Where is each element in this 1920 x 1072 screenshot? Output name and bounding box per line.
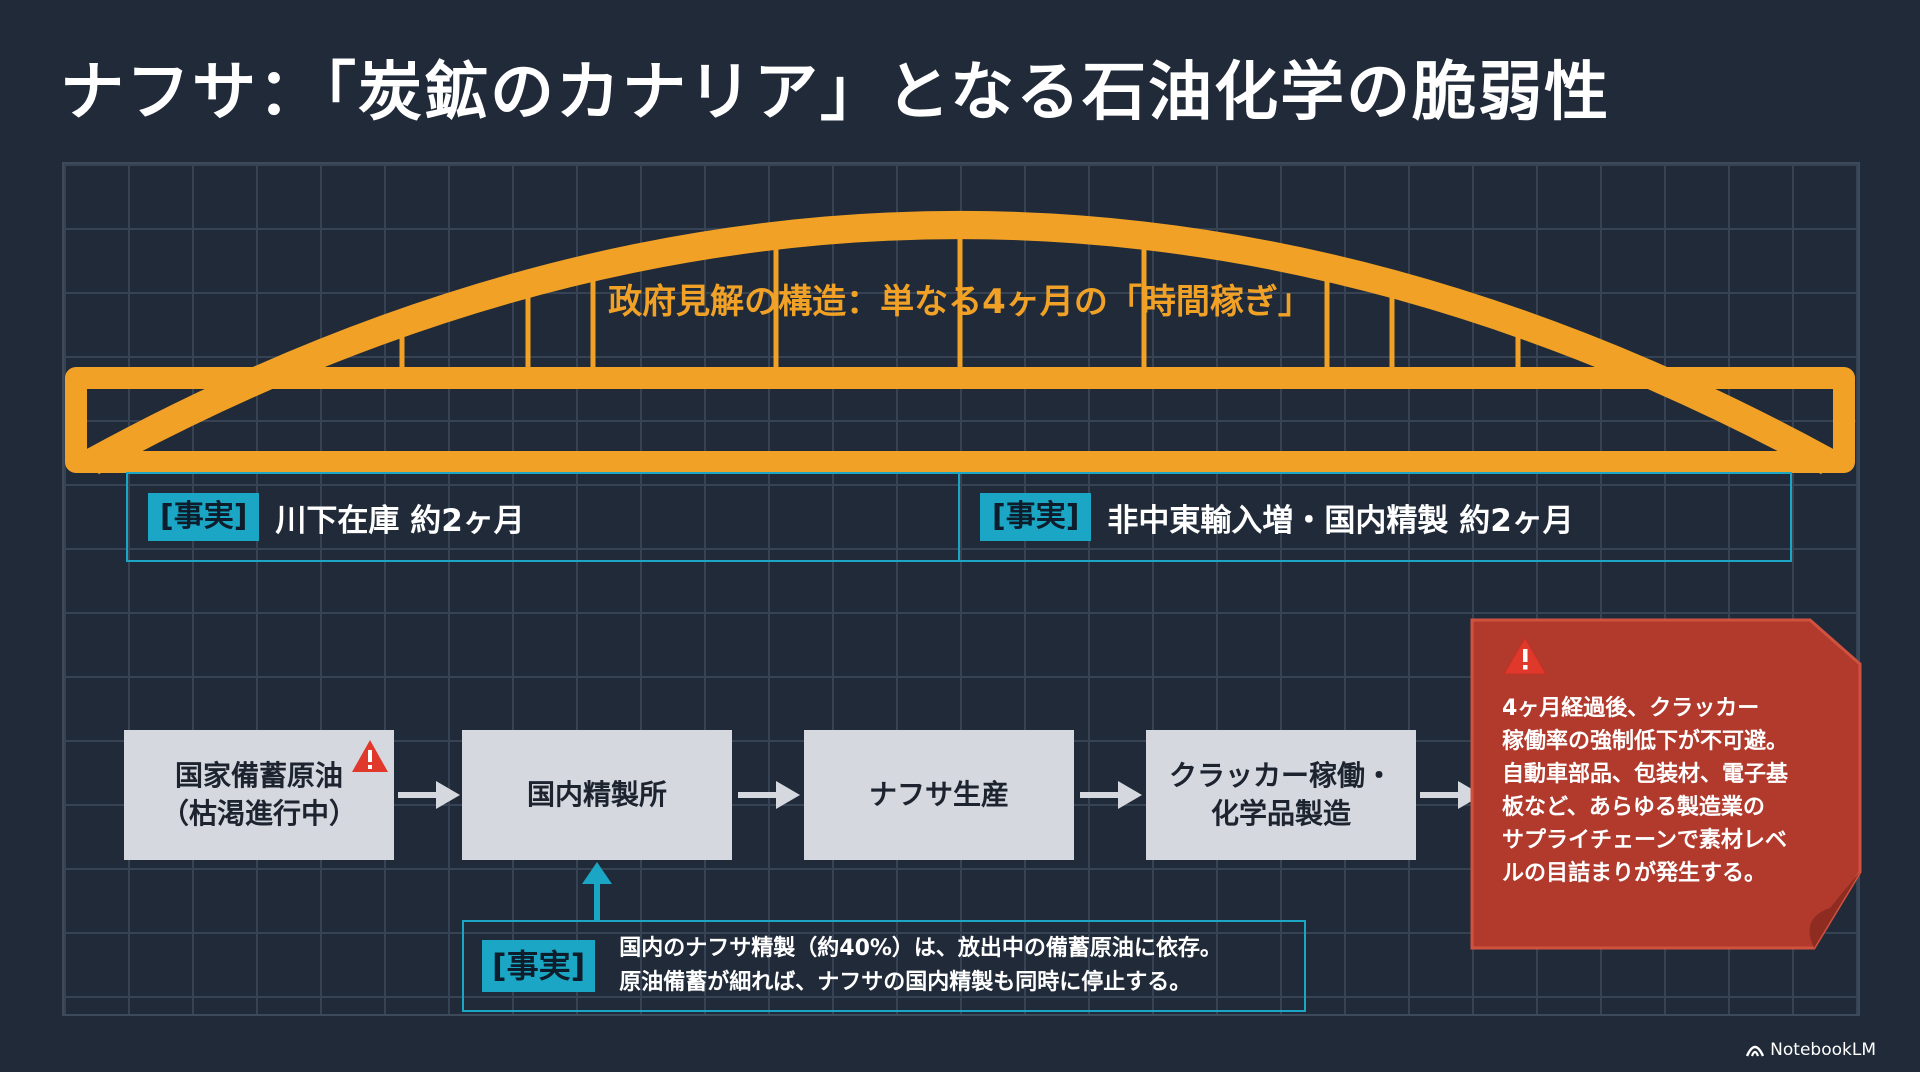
alert-line: 4ヶ月経過後、クラッカー: [1502, 696, 1760, 721]
flow-arrow: [1080, 781, 1142, 809]
alert-note: [1470, 618, 1862, 950]
fact-downstream-inventory: [事実] 川下在庫 約2ヶ月: [128, 474, 958, 560]
fact-tag: [事実]: [980, 493, 1092, 541]
alert-line: サプライチェーンで素材レベ: [1502, 828, 1787, 853]
alert-line: 板など、あらゆる製造業の: [1502, 795, 1765, 820]
fact-naphtha-refining: [事実] 国内のナフサ精製（約40%）は、放出中の備蓄原油に依存。 原油備蓄が細…: [462, 920, 1306, 1012]
bridge-hangers: [399, 218, 1521, 378]
fact-tag: [事実]: [482, 940, 596, 992]
bridge-label: 政府見解の構造：単なる4ヶ月の「時間稼ぎ」: [608, 282, 1312, 322]
page-curl: [1809, 872, 1860, 948]
flow-arrow: [398, 781, 460, 809]
fact-text: 非中東輸入増・国内精製 約2ヶ月: [1107, 502, 1574, 539]
fact-bar-top: [事実] 川下在庫 約2ヶ月 [事実] 非中東輸入増・国内精製 約2ヶ月: [126, 472, 1792, 562]
alert-message: 4ヶ月経過後、クラッカー 稼働率の強制低下が不可避。 自動車部品、包装材、電子基…: [1502, 692, 1832, 890]
alert-line: 稼働率の強制低下が不可避。: [1502, 729, 1789, 754]
page-title: ナフサ：「炭鉱のカナリア」となる石油化学の脆弱性: [60, 56, 1611, 130]
flow-box-domestic-refinery: 国内精製所: [462, 730, 732, 860]
warning-icon: [352, 740, 388, 772]
flow-box-naphtha-production: ナフサ生産: [804, 730, 1074, 860]
fact-import-refining: [事実] 非中東輸入増・国内精製 約2ヶ月: [958, 474, 1790, 560]
bridge-deck: [65, 367, 1855, 473]
alert-line: ルの目詰まりが発生する。: [1502, 861, 1767, 886]
flow-box-line: ナフサ生産: [868, 778, 1009, 811]
fact-line: 原油備蓄が細れば、ナフサの国内精製も同時に停止する。: [619, 970, 1192, 995]
fact-arrow-up: [582, 862, 612, 922]
fact-line: 国内のナフサ精製（約40%）は、放出中の備蓄原油に依存。: [619, 936, 1222, 961]
flow-box-line: （枯渇進行中）: [160, 797, 357, 830]
flow-box-line: 国家備蓄原油: [174, 759, 343, 792]
alert-line: 自動車部品、包装材、電子基: [1502, 762, 1789, 787]
flow-box-national-crude-reserve: 国家備蓄原油 （枯渇進行中）: [124, 730, 394, 860]
notebooklm-watermark: NotebookLM: [1746, 1040, 1876, 1060]
flow-box-cracker-chemicals: クラッカー稼働・ 化学品製造: [1146, 730, 1416, 860]
warning-icon: [1503, 637, 1547, 675]
notebooklm-logo-icon: [1746, 1045, 1765, 1057]
flow-box-line: 化学品製造: [1210, 797, 1351, 830]
flow-arrow: [738, 781, 800, 809]
flow-arrow: [1420, 781, 1482, 809]
flow-box-line: クラッカー稼働・: [1168, 759, 1393, 792]
fact-tag: [事実]: [148, 493, 260, 541]
flow-box-line: 国内精製所: [526, 778, 667, 811]
watermark-text: NotebookLM: [1770, 1040, 1876, 1060]
fact-text: 川下在庫 約2ヶ月: [275, 502, 525, 539]
